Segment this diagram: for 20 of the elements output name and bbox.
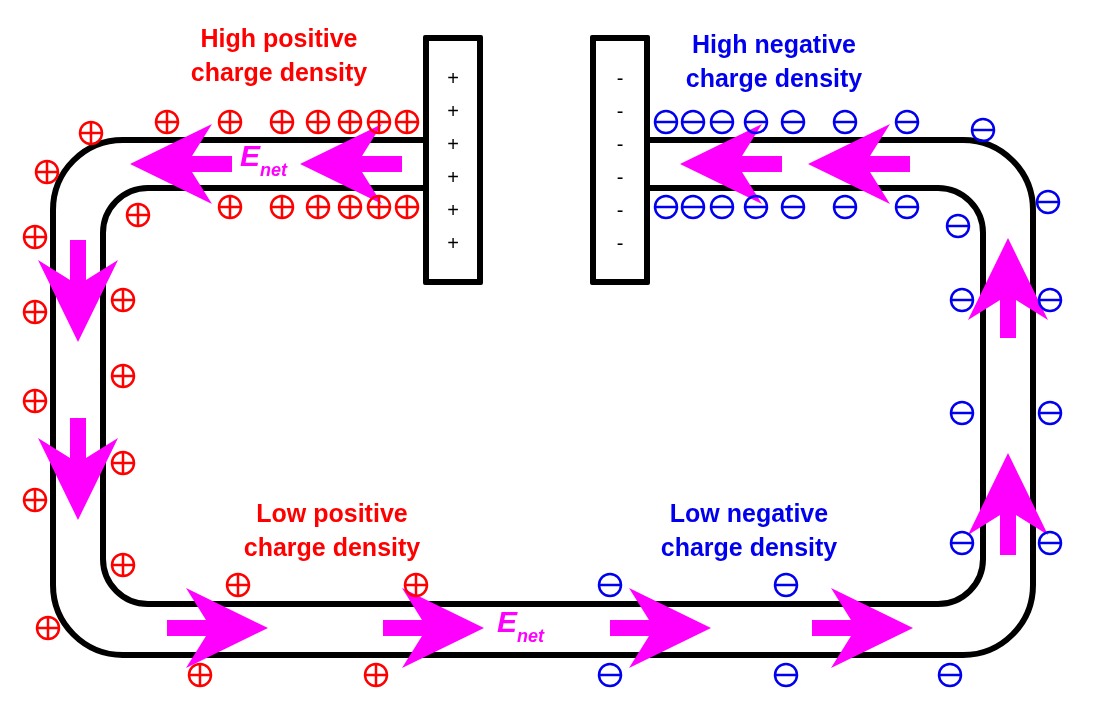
charge-sign: + [447,231,459,254]
charge-sign: + [447,99,459,122]
charge-sign: - [616,198,624,221]
battery-plate [423,35,483,285]
charge-sign: - [616,99,624,122]
charge-density-label: Low positive charge density [242,498,422,563]
charge-sign: - [616,132,624,155]
charge-sign: - [616,66,624,89]
charge-density-label: High negative charge density [684,29,864,94]
charge-sign: + [447,198,459,221]
charge-density-label: Low negative charge density [659,498,839,563]
charge-sign: - [616,165,624,188]
field-label: E$_{net}$ [240,140,287,182]
battery-plate [590,35,650,285]
charge-density-label: High positive charge density [189,23,369,88]
field-label: E$_{net}$ [497,606,544,648]
charge-sign: + [447,132,459,155]
charge-sign: + [447,66,459,89]
charge-sign: + [447,165,459,188]
charge-sign: - [616,231,624,254]
